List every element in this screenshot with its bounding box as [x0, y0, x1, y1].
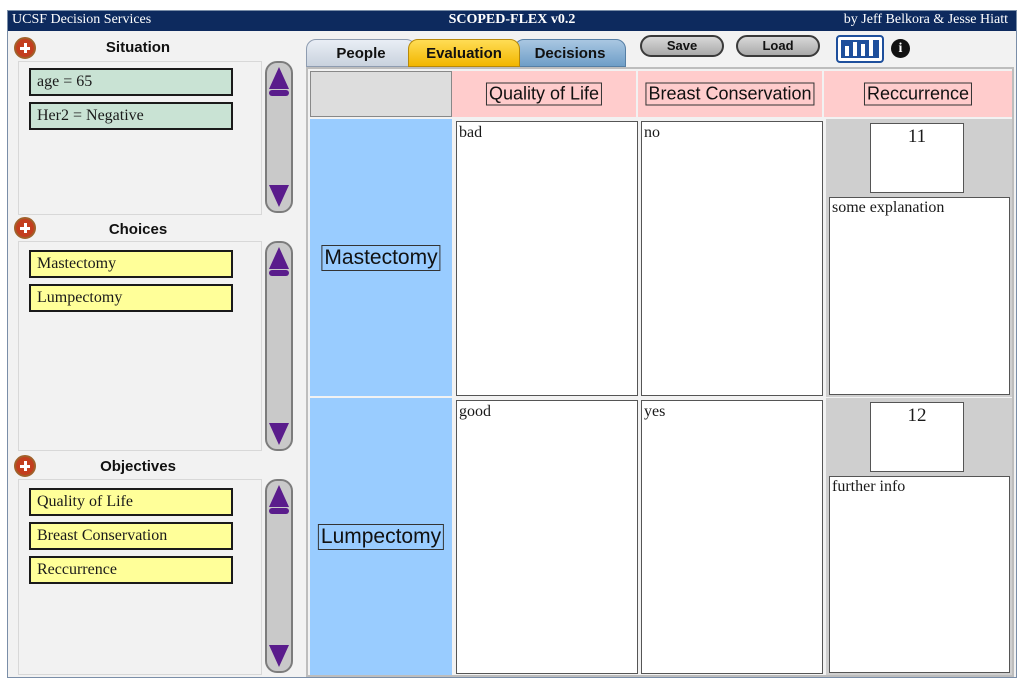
scroll-thumb[interactable] [269, 270, 289, 276]
scroll-up-icon[interactable] [269, 67, 289, 89]
scroll-up-icon[interactable] [269, 485, 289, 507]
add-objective-button[interactable] [14, 455, 36, 477]
tab-evaluation[interactable]: Evaluation [408, 39, 520, 67]
scroll-up-icon[interactable] [269, 247, 289, 269]
scroll-thumb[interactable] [269, 508, 289, 514]
objective-item[interactable]: Quality of Life [29, 488, 233, 516]
title-bar: UCSF Decision Services SCOPED-FLEX v0.2 … [8, 11, 1016, 31]
explanation-field[interactable]: further info [829, 476, 1010, 673]
evaluation-cell[interactable]: good [456, 400, 638, 674]
objectives-scrollbar[interactable] [265, 479, 293, 673]
objective-item[interactable]: Breast Conservation [29, 522, 233, 550]
scroll-down-icon[interactable] [269, 423, 289, 445]
evaluation-cell[interactable]: bad [456, 121, 638, 396]
authors: by Jeff Belkora & Jesse Hiatt [843, 12, 1008, 27]
row-header: Mastectomy [310, 119, 452, 396]
objective-item[interactable]: Reccurrence [29, 556, 233, 584]
scroll-down-icon[interactable] [269, 645, 289, 667]
objectives-list: Quality of Life Breast Conservation Recc… [18, 479, 262, 675]
objectives-title: Objectives [100, 458, 176, 475]
info-icon[interactable]: i [891, 39, 910, 58]
choice-item[interactable]: Lumpectomy [29, 284, 233, 312]
app-title: SCOPED-FLEX v0.2 [448, 12, 576, 27]
column-header: Reccurrence [824, 71, 1012, 117]
column-header-label: Quality of Life [485, 82, 603, 106]
situation-scrollbar[interactable] [265, 61, 293, 213]
evaluation-grid: Quality of Life Breast Conservation Recc… [306, 67, 1014, 677]
recurrence-cell: 12 further info [826, 398, 1012, 675]
situation-item[interactable]: Her2 = Negative [29, 102, 233, 130]
choices-list: Mastectomy Lumpectomy [18, 241, 262, 451]
evaluation-cell[interactable]: yes [641, 400, 823, 674]
scroll-thumb[interactable] [269, 90, 289, 96]
column-header-label: Breast Conservation [645, 82, 815, 106]
row-header-label: Lumpectomy [317, 523, 445, 550]
explanation-field[interactable]: some explanation [829, 197, 1010, 395]
recurrence-cell: 11 some explanation [826, 119, 1012, 397]
situation-title: Situation [105, 39, 171, 56]
column-header-label: Reccurrence [863, 82, 973, 106]
org-name: UCSF Decision Services [12, 12, 152, 27]
choices-title: Choices [108, 221, 168, 238]
row-header: Lumpectomy [310, 398, 452, 675]
add-choice-button[interactable] [14, 217, 36, 239]
row-header-label: Mastectomy [321, 244, 441, 271]
add-situation-button[interactable] [14, 37, 36, 59]
situation-item[interactable]: age = 65 [29, 68, 233, 96]
load-button[interactable]: Load [736, 35, 820, 57]
choice-item[interactable]: Mastectomy [29, 250, 233, 278]
bar-chart-icon[interactable] [836, 35, 884, 63]
app-window: UCSF Decision Services SCOPED-FLEX v0.2 … [7, 10, 1017, 678]
column-header: Breast Conservation [638, 71, 822, 117]
scroll-down-icon[interactable] [269, 185, 289, 207]
column-header: Quality of Life [452, 71, 636, 117]
score-field[interactable]: 12 [870, 402, 964, 472]
evaluation-cell[interactable]: no [641, 121, 823, 396]
tab-people[interactable]: People [306, 39, 416, 67]
choices-scrollbar[interactable] [265, 241, 293, 451]
save-button[interactable]: Save [640, 35, 724, 57]
situation-list: age = 65 Her2 = Negative [18, 61, 262, 215]
grid-corner [310, 71, 452, 117]
score-field[interactable]: 11 [870, 123, 964, 193]
tab-decisions[interactable]: Decisions [514, 39, 626, 67]
